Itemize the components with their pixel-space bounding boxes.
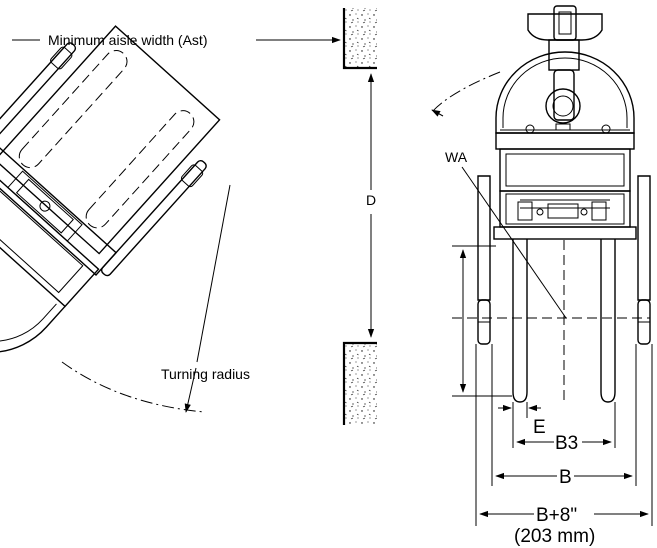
turning-radius-label: Turning radius	[161, 366, 250, 382]
right-view: WA E B3 B	[431, 5, 653, 547]
left-view: Minimum aisle width (Ast) D	[0, 8, 377, 425]
aisle-wall-top	[342, 8, 377, 70]
b-plus-mm-label: (203 mm)	[514, 526, 595, 547]
aisle-wall-bottom	[342, 341, 377, 425]
aisle-width-label: Minimum aisle width (Ast)	[48, 32, 207, 48]
left-outrigger	[477, 175, 491, 345]
chassis	[493, 132, 637, 240]
e-dimension: E	[498, 402, 546, 438]
b-dimension: B	[491, 344, 637, 488]
b-plus-label: B+8"	[536, 505, 577, 526]
right-outrigger	[637, 175, 651, 345]
vertical-dimension	[452, 245, 512, 397]
b-plus-dimension: B+8" (203 mm)	[475, 344, 653, 547]
operator-hood	[495, 51, 635, 134]
d-dimension: D	[366, 73, 376, 338]
forklift-top-view-rotated	[0, 25, 221, 354]
d-label: D	[366, 192, 376, 208]
wa-label: WA	[445, 149, 468, 165]
wa-callout: WA	[445, 149, 567, 319]
tiller-handle	[527, 5, 603, 121]
turning-radius-callout: Turning radius	[161, 184, 250, 413]
b3-label: B3	[555, 433, 578, 454]
e-label: E	[533, 417, 546, 438]
aisle-width-dimension: Minimum aisle width (Ast)	[12, 32, 341, 48]
b-label: B	[559, 467, 572, 488]
b3-dimension: B3	[512, 402, 616, 454]
forks	[512, 239, 616, 403]
